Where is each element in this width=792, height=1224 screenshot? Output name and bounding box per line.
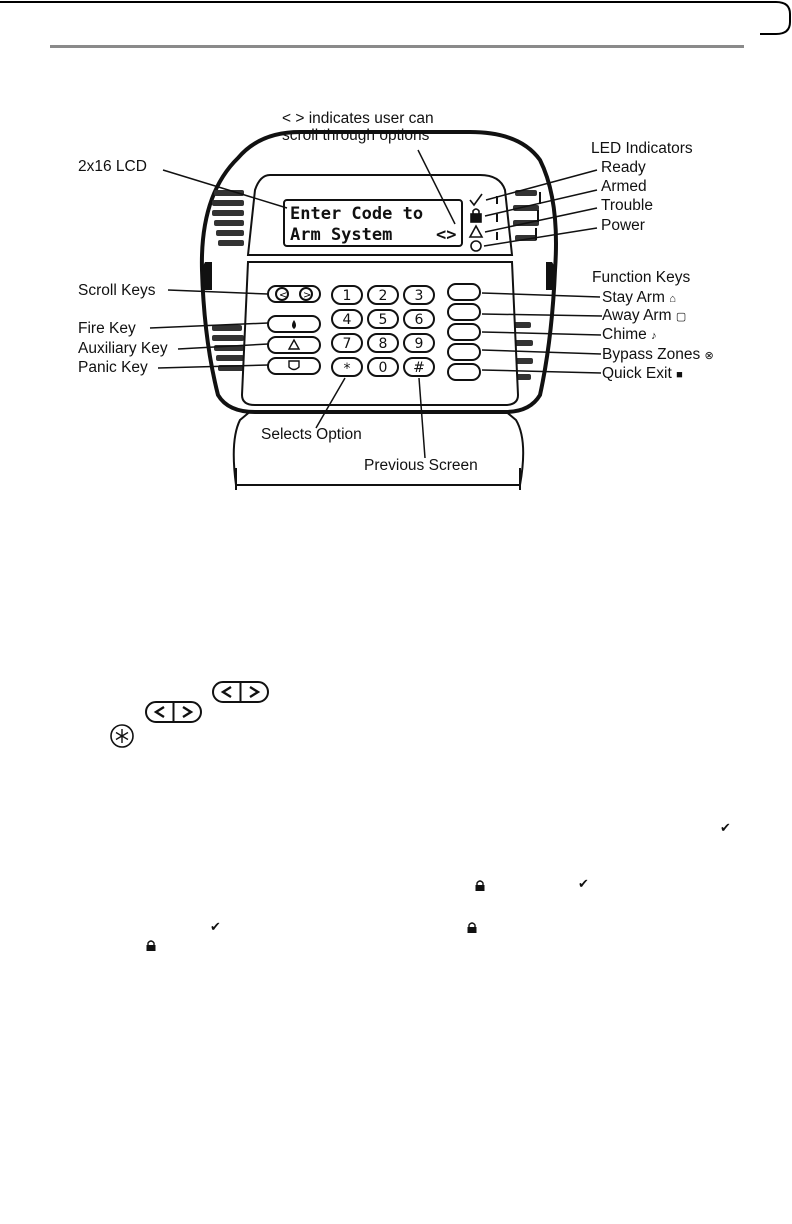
armed-lock-icon (475, 880, 485, 891)
keypad-stand (232, 404, 525, 490)
key-5: 5 (379, 312, 388, 328)
quick-exit-label: Quick Exit ■ (602, 365, 683, 382)
key-9: 9 (415, 336, 424, 352)
lcd-label: 2x16 LCD (78, 158, 147, 175)
key-hash: # (413, 360, 425, 376)
ready-check-icon: ✔ (720, 820, 731, 835)
away-house-icon: ▢ (675, 311, 687, 323)
led-armed-label: Armed (601, 178, 647, 195)
svg-text:<: < (279, 290, 287, 301)
panic-shield-icon (288, 360, 300, 371)
panic-key-label: Panic Key (78, 359, 148, 376)
scroll-keys-glyph-2 (145, 701, 202, 723)
selects-option-label: Selects Option (261, 426, 362, 443)
scroll-keys-label: Scroll Keys (78, 282, 156, 299)
led-indicators-title: LED Indicators (591, 140, 693, 157)
armed-lock-icon (470, 213, 482, 223)
key-star: * (344, 361, 351, 377)
led-power-label: Power (601, 217, 645, 234)
ready-check-icon: ✔ (578, 876, 589, 891)
auxiliary-key-label: Auxiliary Key (78, 340, 168, 357)
star-key-glyph (110, 724, 134, 748)
key-7: 7 (343, 336, 352, 352)
power-icon (470, 240, 482, 252)
key-3: 3 (415, 288, 424, 304)
svg-text:>: > (303, 290, 311, 301)
lcd-line-1: Enter Code to (290, 204, 423, 224)
fire-key-label: Fire Key (78, 320, 136, 337)
fire-icon (292, 320, 296, 329)
scroll-keys-glyph-1 (212, 681, 269, 703)
led-ready-label: Ready (601, 159, 646, 176)
key-8: 8 (379, 336, 388, 352)
lcd-scroll-marker: <> (436, 225, 456, 245)
bypass-zones-label: Bypass Zones ⊗ (602, 346, 714, 363)
key-0: 0 (379, 360, 388, 376)
stay-arm-label: Stay Arm ⌂ (602, 289, 676, 306)
leader-lines (149, 149, 603, 459)
trouble-warning-icon (468, 224, 484, 238)
previous-screen-label: Previous Screen (364, 457, 478, 474)
chime-bell-icon: ♪ (651, 330, 657, 342)
scroll-hint-line-1: < > indicates user can (282, 110, 434, 127)
ready-check-icon: ✔ (210, 919, 221, 934)
key-4: 4 (343, 312, 352, 328)
scroll-hint-line-2: scroll through options (282, 127, 430, 144)
lcd-window (283, 199, 463, 247)
ready-check-icon (469, 193, 483, 207)
cut-line (0, 1, 791, 35)
chime-label: Chime ♪ (602, 326, 657, 343)
function-keys-title: Function Keys (592, 269, 691, 286)
keypad-diagram: Enter Code to Arm System <> < > (149, 130, 603, 490)
header-rule (50, 45, 744, 48)
lcd-line-2: Arm System (290, 225, 392, 245)
quick-exit-door-icon: ■ (676, 369, 683, 381)
emergency-keys (267, 315, 321, 375)
key-2: 2 (379, 288, 388, 304)
led-icons (468, 193, 484, 252)
function-keys (447, 283, 481, 381)
led-trouble-label: Trouble (601, 197, 653, 214)
aux-warning-icon (287, 338, 301, 350)
bypass-icon: ⊗ (704, 350, 714, 362)
armed-lock-icon (146, 940, 156, 951)
numeric-keypad (331, 285, 435, 377)
away-arm-label: Away Arm ▢ (602, 307, 687, 324)
stay-house-icon: ⌂ (669, 293, 676, 305)
scroll-keys (267, 285, 321, 303)
key-6: 6 (415, 312, 424, 328)
key-1: 1 (343, 288, 352, 304)
armed-lock-icon (467, 922, 477, 933)
